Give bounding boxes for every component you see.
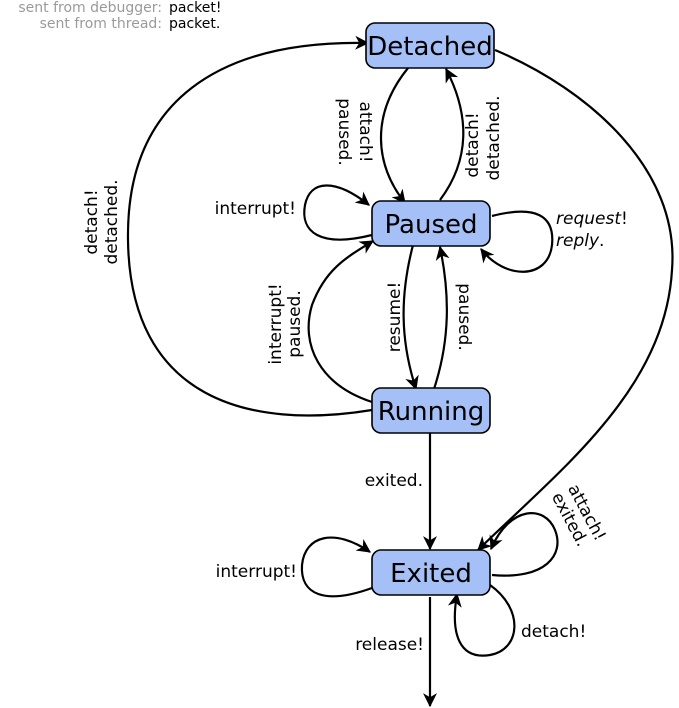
edge-interrupt-paused	[303, 184, 373, 241]
legend-thread-value: packet.	[169, 16, 220, 32]
label-paused: paused.	[454, 283, 474, 351]
edge-attach-exited	[489, 512, 559, 577]
label-reply: reply.	[556, 231, 604, 251]
label-interrupt-running: interrupt!	[266, 283, 286, 364]
edge-detach-running	[126, 35, 373, 417]
edge-labels: attach! paused. detach! detached. interr…	[82, 95, 628, 655]
label-interrupt-paused: interrupt!	[215, 199, 296, 219]
state-exited-label: Exited	[390, 559, 472, 589]
label-request: request!	[556, 209, 628, 229]
edges	[126, 35, 674, 708]
label-paused-after-interrupt: paused.	[285, 290, 305, 358]
label-request-word: request	[556, 209, 622, 229]
legend-debugger-label: sent from debugger:	[18, 0, 162, 16]
state-running-label: Running	[378, 397, 485, 427]
label-reply-dot: .	[599, 231, 604, 251]
edge-resume	[402, 244, 419, 391]
label-detach-left: detach!	[82, 189, 102, 254]
label-paused-after-attach: paused.	[334, 98, 354, 166]
label-detached: detached.	[484, 95, 504, 180]
edge-attach	[379, 67, 409, 204]
label-request-bang: !	[621, 209, 628, 229]
state-running: Running	[371, 387, 491, 434]
edge-detach-exited	[447, 584, 516, 657]
edge-paused	[432, 245, 450, 390]
state-exited: Exited	[371, 549, 491, 596]
edge-interrupt-exited	[300, 536, 373, 598]
edge-interrupt-running	[307, 240, 374, 404]
label-exited: exited.	[365, 471, 423, 491]
state-detached: Detached	[365, 22, 495, 69]
edge-detach	[439, 67, 465, 201]
state-detached-label: Detached	[367, 32, 492, 62]
label-attach: attach!	[355, 101, 375, 162]
label-reply-word: reply	[556, 231, 600, 251]
edge-detached-exited	[477, 48, 674, 551]
label-release: release!	[355, 635, 424, 655]
legend-debugger-value: packet!	[169, 0, 222, 16]
label-detached-left: detached.	[102, 179, 122, 264]
label-detach: detach!	[463, 112, 483, 177]
state-paused-label: Paused	[385, 210, 478, 240]
label-detach-exited: detach!	[521, 622, 586, 642]
label-resume: resume!	[385, 282, 405, 353]
legend: sent from debugger: packet! sent from th…	[18, 0, 221, 32]
label-interrupt-exited: interrupt!	[216, 562, 297, 582]
edge-request-reply	[480, 210, 554, 273]
state-paused: Paused	[371, 200, 491, 247]
legend-thread-label: sent from thread:	[40, 16, 162, 32]
